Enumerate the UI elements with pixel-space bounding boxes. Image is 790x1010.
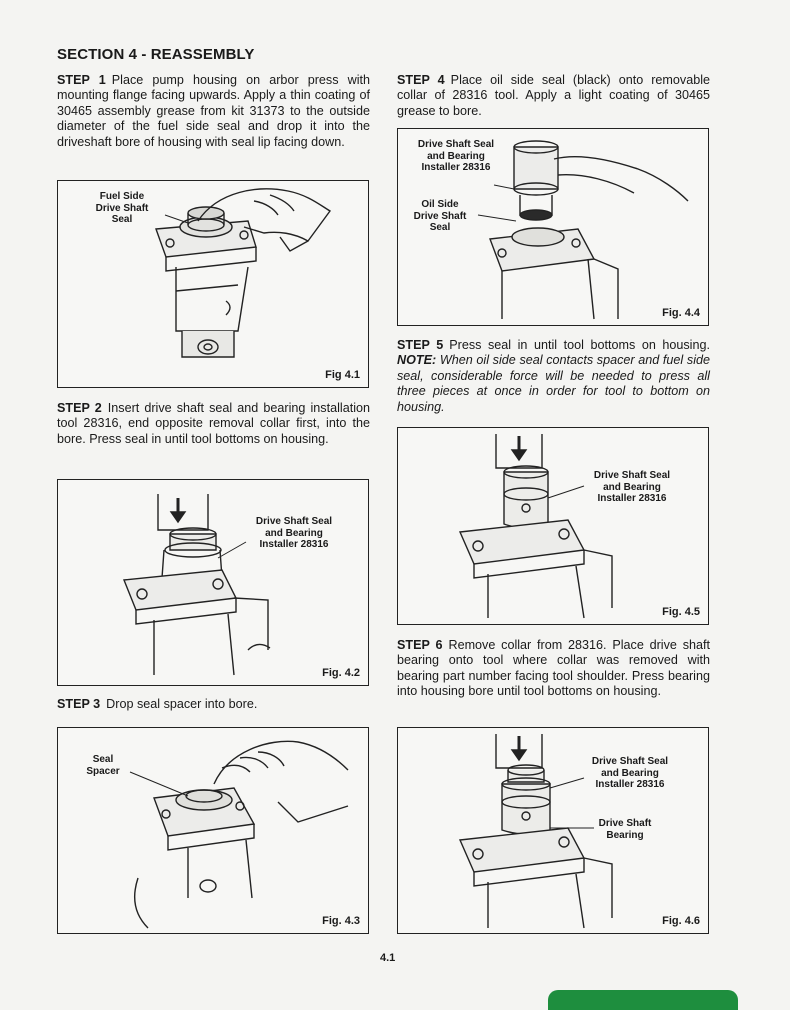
- bearing-press-illustration: [458, 734, 613, 929]
- step-2-text: Insert drive shaft seal and bearing inst…: [57, 401, 370, 446]
- pump-housing-illustration: [155, 188, 332, 358]
- fig-4-4-label: Fig. 4.4: [662, 307, 700, 319]
- fig-4-3-label: Fig. 4.3: [322, 915, 360, 927]
- step-5-note-text: When oil side seal contacts spacer and f…: [397, 353, 710, 414]
- step-3-label: STEP 3: [57, 697, 101, 711]
- fig-4-1-label: Fig 4.1: [325, 369, 360, 381]
- installer-press-illustration: [123, 494, 271, 676]
- fig-4-2-label: Fig. 4.2: [322, 667, 360, 679]
- step-4-label: STEP 4: [397, 73, 445, 87]
- step-3: STEP 3 Drop seal spacer into bore.: [57, 697, 370, 712]
- step-5-label: STEP 5: [397, 338, 444, 352]
- step-1-text: Place pump housing on arbor press with m…: [57, 73, 371, 149]
- step-5-text: Press seal in until tool bottoms on hous…: [449, 338, 710, 352]
- fig-4-6-label: Fig. 4.6: [662, 915, 700, 927]
- page-number: 4.1: [380, 952, 396, 964]
- green-tab[interactable]: [548, 990, 738, 1010]
- step-2-label: STEP 2: [57, 401, 102, 415]
- step-5: STEP 5 Press seal in until tool bottoms o…: [397, 338, 710, 415]
- press-seal-illustration: [458, 434, 613, 619]
- fig-4-5-label: Fig. 4.5: [662, 606, 700, 618]
- step-3-text: Drop seal spacer into bore.: [106, 697, 258, 711]
- step-6-text: Remove collar from 28316. Place drive sh…: [397, 638, 711, 699]
- step-4-text: Place oil side seal (black) onto removab…: [397, 73, 711, 118]
- oil-side-seal-illustration: [477, 140, 689, 320]
- seal-spacer-illustration: [129, 740, 349, 929]
- step-6-label: STEP 6: [397, 638, 443, 652]
- step-5-note-label: NOTE:: [397, 353, 437, 368]
- section-title: SECTION 4 - REASSEMBLY: [57, 46, 255, 63]
- step-1-label: STEP 1: [57, 73, 106, 87]
